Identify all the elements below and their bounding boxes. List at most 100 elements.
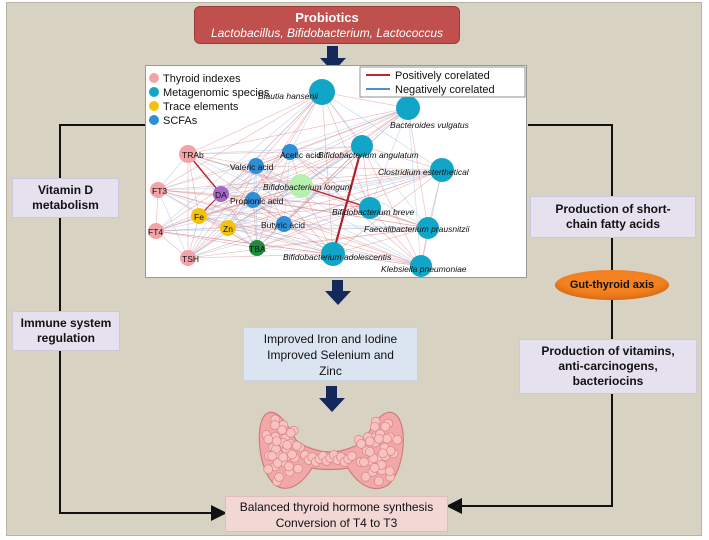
network-edge [157,189,285,225]
legend-node-label: Metagenomic species [163,87,270,99]
network-edge [255,165,422,267]
edge-legend-box [359,66,526,98]
node-ft3 [150,182,166,198]
network-edge [283,223,429,229]
improved-line1: Improved Iron and Iodine [263,332,398,346]
network-edge [361,145,443,171]
network-edge [157,189,371,209]
network-edge [198,215,422,267]
immune-line1: Immune system [20,316,112,330]
legend-dot [149,101,159,111]
network-edge [227,91,323,229]
network-edge [255,91,323,167]
node-label-blautia: Blautia hansenii [258,91,319,101]
vitamin-d-box: Vitamin D metabolism [12,178,119,218]
probiotics-box: Probiotics Lactobacillus, Bifidobacteriu… [194,6,460,44]
legend-node-label: SCFAs [163,115,198,127]
network-edge [187,91,323,155]
network-edge [255,107,409,167]
network-edge [252,199,258,249]
network-edge [300,185,334,255]
arrow-improved-to-thyroid [319,386,345,412]
arrow-probiotics-to-network [320,46,346,72]
scfa-line2: chain fatty acids [565,217,660,231]
node-ft4 [148,223,164,239]
node-propionic [245,192,261,208]
network-edge [157,189,229,229]
node-acetic [282,144,298,160]
node-label-butyric: Butyric acid [261,220,305,230]
network-edge [361,145,422,267]
network-edge [252,145,363,201]
balanced-line1: Balanced thyroid hormone synthesis [239,500,434,514]
node-label-valeric: Valeric acid [230,162,274,172]
network-edge [252,169,443,201]
short-chain-fatty-acids-box: Production of short- chain fatty acids [530,196,696,238]
vitamins-line2: anti-carcinogens, [558,359,658,373]
network-edge [321,91,409,109]
node-label-clostridium: Clostridium esterthetical [378,167,470,177]
immune-line2: regulation [36,331,95,345]
node-label-bbreve: Bifidobacterium breve [332,207,414,217]
network-edge [321,91,334,255]
balanced-thyroid-box: Balanced thyroid hormone synthesis Conve… [225,496,448,532]
network-edge [300,169,443,187]
network-edge-strong [331,145,364,255]
network-edge [220,145,363,195]
network-edge [407,107,429,229]
network-edge [227,165,257,229]
legend-node-label: Thyroid indexes [163,73,241,85]
network-edge [289,151,429,229]
node-label-badolescentis: Bifidobacterium adolescentis [283,252,392,262]
network-edge [187,253,334,259]
network-edge [220,107,409,195]
node-bbreve [359,197,381,219]
network-edge [256,145,363,249]
network-edge [187,107,409,155]
network-edge [252,199,422,267]
network-edge [255,165,371,209]
network-edge [255,165,334,255]
network-edge [332,169,443,255]
network-edge [227,223,285,229]
network-edge [255,165,443,171]
thyroid-gland-illustration [258,411,404,490]
node-label-ft3: FT3 [152,186,167,196]
balanced-line2: Conversion of T4 to T3 [275,516,398,530]
node-blongum [289,174,313,198]
network-edge [187,227,229,259]
node-label-da: DA [215,190,227,200]
network-edge [187,153,285,225]
network-edge [157,91,323,191]
node-label-blongum: Bifidobacterium longum [263,182,352,192]
network-edge [187,153,422,267]
network-edge [283,151,291,225]
node-label-bvulgatus: Bacteroides vulgatus [390,120,470,130]
network-edge [187,153,200,217]
network-edge [227,185,302,229]
node-fe [191,208,207,224]
network-edge [289,151,371,209]
network-edge [198,207,371,217]
network-edge [155,230,422,267]
network-edge [155,91,323,232]
vitamins-line1: Production of vitamins, [541,344,675,358]
network-edge [187,151,291,155]
network-edge [187,165,257,259]
network-edge [157,189,254,201]
node-clostridium [430,158,454,182]
node-tba [249,240,265,256]
node-da [213,186,229,202]
scfa-line1: Production of short- [555,202,671,216]
network-edge-strong [300,185,371,209]
network-edge [187,193,222,259]
node-badolescentis [321,242,345,266]
node-klebsiella [410,255,432,277]
node-label-klebsiella: Klebsiella pneumoniae [381,264,467,274]
arrow-network-to-improved [325,280,351,305]
node-trab [179,145,197,163]
node-blautia [309,79,335,105]
